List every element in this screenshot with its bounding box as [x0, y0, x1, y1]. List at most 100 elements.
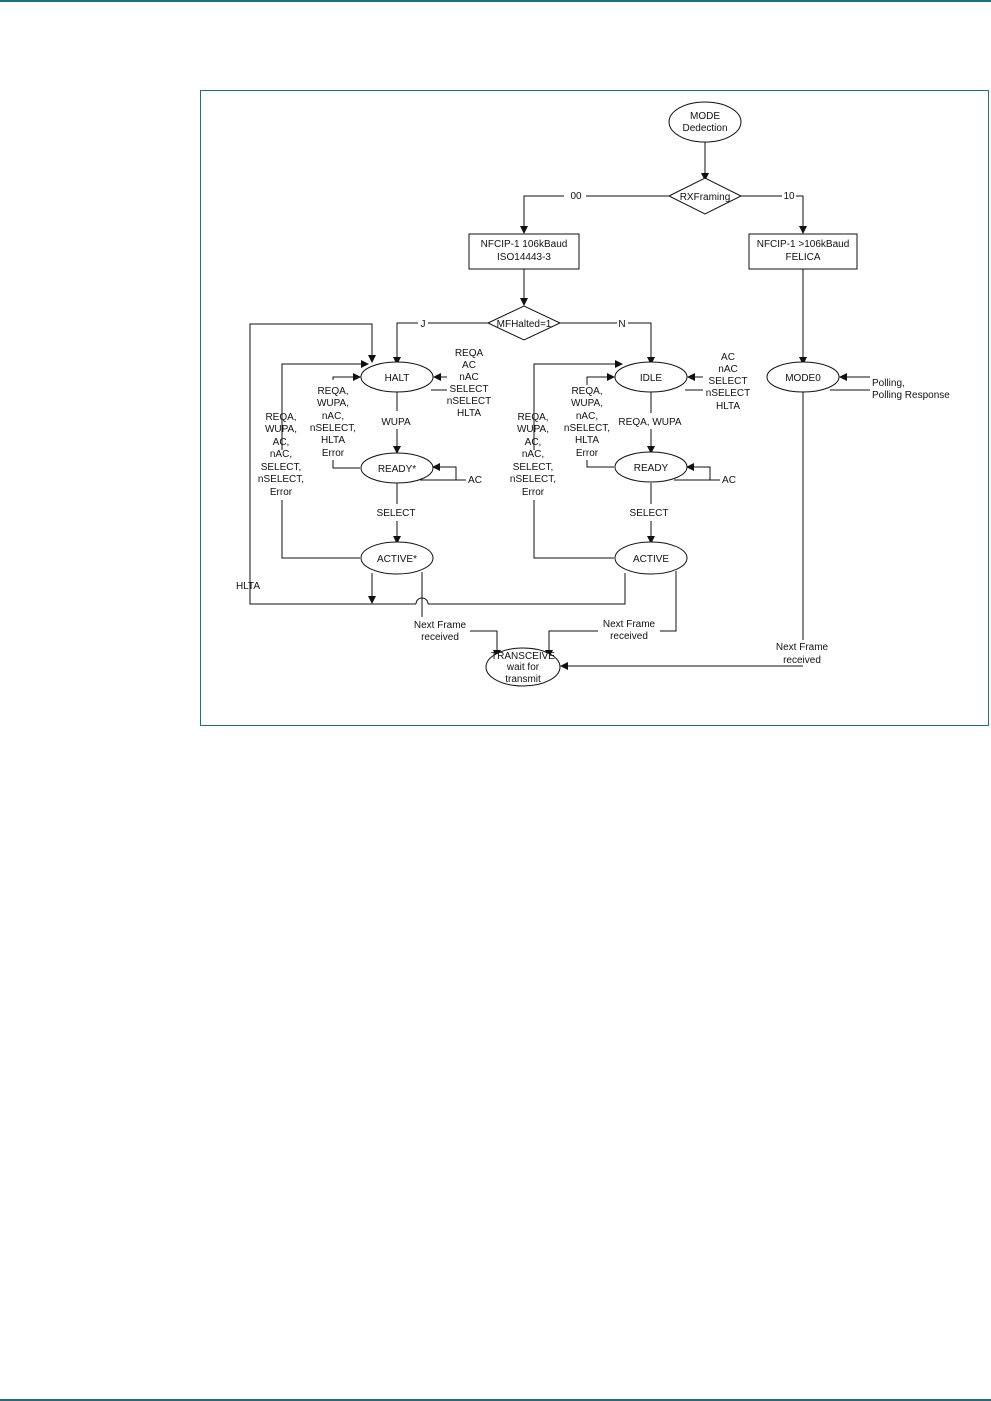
svg-text:HLTA: HLTA	[716, 401, 740, 412]
node-mode0: MODE0	[766, 361, 840, 393]
node-label: IDLE	[640, 373, 663, 384]
edge-active-back-b	[533, 360, 623, 450]
svg-text:nSELECT,: nSELECT,	[310, 423, 356, 434]
svg-text:Next Frame: Next Frame	[414, 620, 467, 631]
svg-text:Error: Error	[322, 448, 345, 459]
svg-text:SELECT,: SELECT,	[261, 462, 302, 473]
edge-hlta-b	[249, 580, 416, 605]
edge-readystar-back-a	[332, 460, 360, 469]
svg-text:nAC,: nAC,	[270, 449, 292, 460]
node-label: ISO14443-3	[497, 252, 551, 263]
node-label: READY*	[378, 464, 416, 475]
svg-text:nAC,: nAC,	[576, 411, 598, 422]
edge-n-b	[628, 322, 655, 365]
svg-text:AC: AC	[462, 360, 476, 371]
node-rxframing: RXFraming	[667, 177, 743, 215]
node-ready: READY	[614, 451, 688, 483]
svg-text:received: received	[421, 632, 459, 643]
label-ready-back: REQA, WUPA, nAC, nSELECT, HLTA Error	[564, 386, 610, 459]
label-idle-self: AC nAC SELECT nSELECT HLTA	[706, 352, 750, 412]
node-label: Dedection	[682, 123, 727, 134]
node-label: wait for	[506, 662, 540, 673]
svg-text:WUPA,: WUPA,	[265, 424, 297, 435]
edge-active-back-a	[533, 500, 614, 559]
edge-label-ac: AC	[722, 475, 736, 486]
node-halt: HALT	[360, 361, 434, 393]
node-nfcip-106: NFCIP-1 106kBaud ISO14443-3	[468, 233, 580, 270]
node-label: NFCIP-1 >106kBaud	[757, 239, 850, 250]
node-label: READY	[634, 463, 669, 474]
svg-text:SELECT: SELECT	[450, 384, 489, 395]
edge-label-select: SELECT	[377, 508, 416, 519]
svg-text:WUPA,: WUPA,	[517, 424, 549, 435]
edge-active-next-a	[660, 571, 677, 632]
svg-text:REQA,: REQA,	[317, 386, 348, 397]
edge-label-reqa-wupa: REQA, WUPA	[618, 417, 681, 428]
node-label: ACTIVE	[633, 554, 669, 565]
svg-text:AC: AC	[721, 352, 735, 363]
node-label: HALT	[385, 373, 410, 384]
svg-text:AC,: AC,	[273, 437, 290, 448]
svg-text:Polling,: Polling,	[872, 378, 905, 389]
edge-active-next-b	[545, 630, 598, 658]
node-ready-star: READY*	[360, 452, 434, 484]
svg-text:REQA,: REQA,	[517, 412, 548, 423]
svg-text:HLTA: HLTA	[457, 408, 481, 419]
edge-rx-00-b	[520, 195, 564, 234]
node-label: transmit	[505, 674, 541, 685]
svg-text:Error: Error	[576, 448, 599, 459]
node-label: TRANSCEIVE	[491, 651, 555, 662]
node-idle: IDLE	[614, 361, 688, 393]
svg-text:REQA,: REQA,	[265, 412, 296, 423]
node-label: RXFraming	[680, 192, 731, 203]
svg-text:Next Frame: Next Frame	[603, 619, 656, 630]
edge-hlta-c	[428, 573, 626, 605]
svg-text:Error: Error	[270, 487, 293, 498]
node-label: MODE	[690, 111, 720, 122]
svg-text:Polling Response: Polling Response	[872, 390, 950, 401]
node-label: NFCIP-1 106kBaud	[481, 239, 568, 250]
edge-activestar-back-b	[281, 360, 369, 450]
label-mode0-self: Polling, Polling Response	[872, 378, 950, 401]
edge-label-ac: AC	[468, 475, 482, 486]
edge-rx-10-b	[796, 195, 807, 234]
edge-label-00: 00	[570, 191, 582, 202]
node-transceive: TRANSCEIVE wait for transmit	[485, 647, 561, 687]
label-readystar-back: REQA, WUPA, nAC, nSELECT, HLTA Error	[310, 386, 356, 459]
node-mfhalted: MFHalted=1	[486, 305, 562, 341]
label-next-frame-right: Next Frame received	[776, 642, 829, 666]
svg-text:HLTA: HLTA	[321, 435, 345, 446]
svg-text:WUPA,: WUPA,	[317, 398, 349, 409]
svg-text:nAC: nAC	[459, 372, 478, 383]
edge-label-wupa: WUPA	[381, 417, 411, 428]
edge-label-select: SELECT	[630, 508, 669, 519]
node-label: MFHalted=1	[497, 319, 552, 330]
connectors	[249, 142, 870, 670]
svg-text:SELECT,: SELECT,	[513, 462, 554, 473]
node-active-star: ACTIVE*	[360, 541, 434, 575]
edge-labels: 00 10 J N REQA AC nAC SELECT nSELECT HLT…	[236, 191, 950, 666]
svg-text:nAC: nAC	[718, 364, 737, 375]
node-active: ACTIVE	[614, 541, 688, 575]
svg-text:REQA,: REQA,	[571, 386, 602, 397]
label-next-frame-left: Next Frame received	[414, 620, 467, 643]
node-label: MODE0	[785, 373, 821, 384]
edge-ready-self-in	[686, 463, 711, 480]
edge-label-n: N	[618, 319, 625, 330]
svg-text:AC,: AC,	[525, 437, 542, 448]
svg-text:nAC,: nAC,	[522, 449, 544, 460]
label-halt-self: REQA AC nAC SELECT nSELECT HLTA	[447, 348, 491, 419]
edge-ready-back-b	[586, 373, 615, 385]
edge-label-10: 10	[783, 191, 795, 202]
svg-text:HLTA: HLTA	[575, 435, 599, 446]
label-activestar-back: REQA, WUPA, AC, nAC, SELECT, nSELECT, Er…	[258, 412, 304, 498]
figure-frame	[200, 90, 989, 726]
svg-text:SELECT: SELECT	[709, 376, 748, 387]
header-rule	[0, 0, 991, 2]
node-nfcip-gt106: NFCIP-1 >106kBaud FELICA	[748, 233, 858, 270]
svg-text:received: received	[783, 655, 821, 666]
svg-text:nSELECT: nSELECT	[447, 396, 491, 407]
edge-ready-back-a	[586, 460, 614, 468]
edge-readystar-self-in	[432, 463, 457, 480]
